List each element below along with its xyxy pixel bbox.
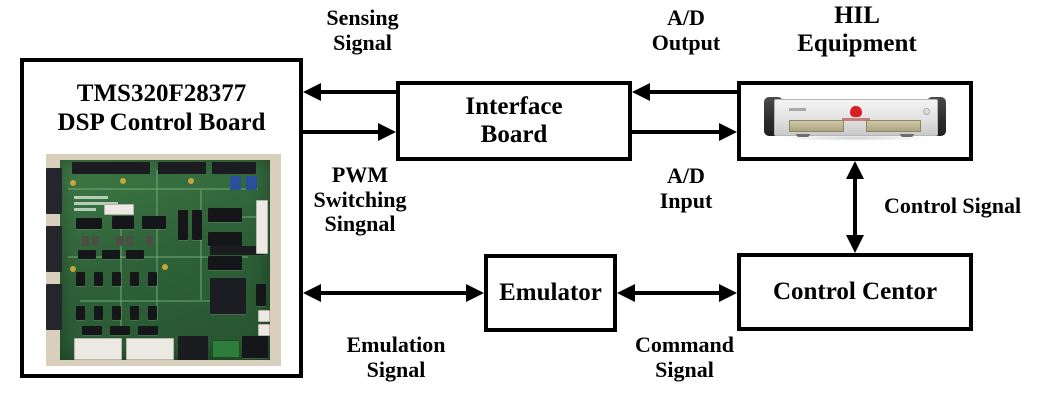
edge-control-signal-arrowhead-down bbox=[846, 235, 864, 253]
hil-terminal-block-left bbox=[789, 119, 845, 132]
label-ad-input: A/D Input bbox=[659, 163, 713, 213]
label-ad-output: A/D Output bbox=[651, 5, 721, 55]
block-hil-equipment bbox=[737, 81, 973, 161]
label-emulation-signal: Emulation Signal bbox=[346, 332, 446, 382]
edge-command-signal-line bbox=[634, 291, 720, 295]
hil-equipment-photo bbox=[749, 89, 961, 153]
pcb-substrate bbox=[60, 160, 270, 360]
hil-shadow bbox=[778, 135, 932, 141]
block-interface-board: Interface Board bbox=[396, 81, 632, 161]
edge-command-signal-arrowhead-right bbox=[719, 284, 737, 302]
edge-control-signal-arrowhead-up bbox=[846, 161, 864, 179]
edge-command-signal-arrowhead-left bbox=[617, 284, 635, 302]
hil-terminal-block-right bbox=[865, 119, 921, 132]
block-dsp-control-board: TMS320F28377 DSP Control Board bbox=[20, 58, 303, 378]
label-command-signal: Command Signal bbox=[634, 332, 734, 382]
edge-emulation-signal-arrowhead-right bbox=[466, 284, 484, 302]
edge-emulation-signal-arrowhead-left bbox=[303, 284, 321, 302]
control-center-label: Control Centor bbox=[772, 278, 938, 305]
edge-pwm-switching-arrowhead bbox=[378, 123, 396, 141]
hil-equipment-label: HIL Equipment bbox=[797, 2, 917, 57]
edge-sensing-signal-line bbox=[320, 90, 396, 94]
block-control-center: Control Centor bbox=[737, 253, 973, 331]
edge-control-signal-line bbox=[853, 178, 857, 236]
edge-emulation-signal-line bbox=[320, 291, 466, 295]
hil-foot-left bbox=[795, 133, 811, 137]
edge-pwm-switching-line bbox=[303, 130, 379, 134]
label-pwm-switching-singnal: PWM Switching Singnal bbox=[313, 162, 407, 237]
block-emulator: Emulator bbox=[484, 254, 617, 332]
label-sensing-signal: Sensing Signal bbox=[326, 5, 399, 55]
label-control-signal: Control Signal bbox=[884, 193, 1022, 218]
hil-logo-icon bbox=[849, 105, 863, 117]
edge-ad-output-arrowhead bbox=[632, 83, 650, 101]
emulator-label: Emulator bbox=[499, 279, 602, 306]
hil-brand-text bbox=[842, 117, 870, 121]
dsp-control-board-label: TMS320F28377 DSP Control Board bbox=[57, 80, 266, 136]
hil-power-led-icon bbox=[923, 108, 931, 116]
edge-ad-input-line bbox=[632, 130, 720, 134]
dsp-control-board-photo bbox=[46, 154, 281, 366]
hil-model-marking bbox=[789, 108, 807, 112]
hil-foot-right bbox=[899, 133, 915, 137]
interface-board-label: Interface Board bbox=[465, 93, 563, 148]
edge-ad-input-arrowhead bbox=[719, 123, 737, 141]
edge-ad-output-line bbox=[649, 90, 737, 94]
edge-sensing-signal-arrowhead bbox=[303, 83, 321, 101]
